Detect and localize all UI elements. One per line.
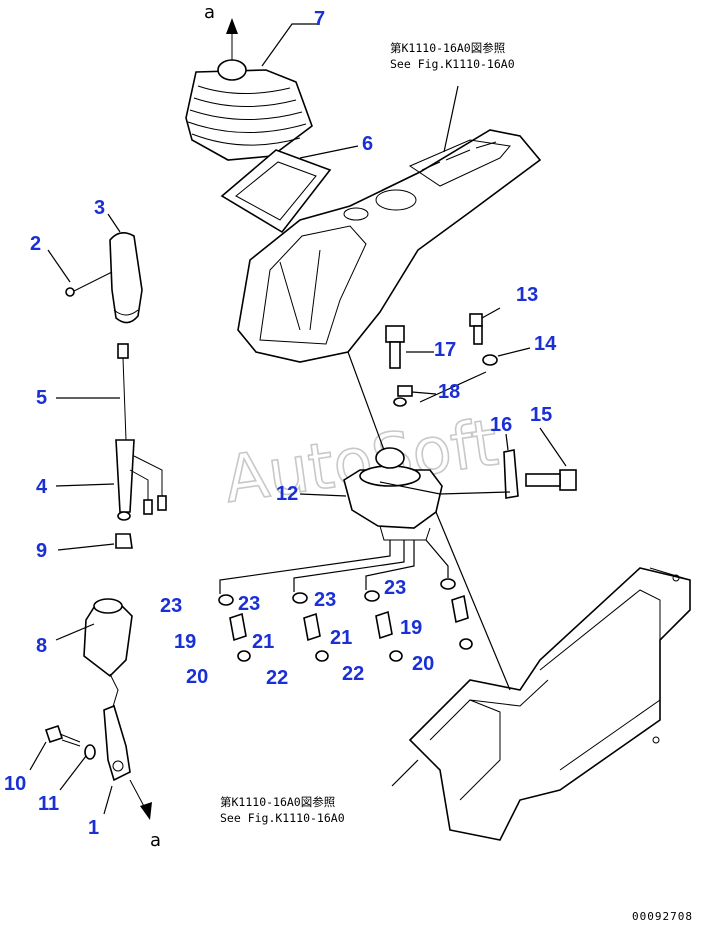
reference-top-jp: 第K1110-16A0図参照 [390,41,505,55]
oring-23c [364,590,380,602]
connector-label-bottom: a [150,830,161,851]
document-number: 00092708 [632,910,693,923]
reference-bottom-en: See Fig.K1110-16A0 [220,811,345,825]
part-label-5: 5 [36,387,47,409]
part-label-21a: 21 [252,631,274,653]
part-label-4: 4 [36,476,48,498]
port-lines [219,539,449,594]
pin-18-part [393,385,413,407]
part-label-6: 6 [362,133,373,155]
leader-lines [29,23,567,815]
bracket-16-part [503,449,519,499]
part-label-22a: 22 [266,667,288,689]
part-label-10: 10 [4,773,26,795]
console-cover-part [237,129,542,363]
part-label-17: 17 [434,339,456,361]
bottom-connector-arrow [129,779,152,820]
switch-assy-part [115,439,167,521]
lever-part [103,673,131,782]
bezel-part [220,149,332,234]
part-label-16: 16 [490,414,512,436]
plug-19b [451,594,469,624]
connector-label-top: a [204,2,215,23]
knob-part [109,232,143,324]
washer-11-part [84,744,96,760]
part-label-13: 13 [516,284,538,306]
ball-22b [389,650,403,662]
part-label-20a: 20 [186,666,208,688]
part-label-7: 7 [314,8,325,30]
oring-23b [292,592,308,604]
part-label-19a: 19 [174,631,196,653]
part-label-23a: 23 [160,595,182,617]
ball-20b [459,638,473,650]
part-labels: 7 6 3 2 5 4 9 8 10 11 1 12 13 14 15 16 1… [4,8,557,839]
part-label-18: 18 [438,381,460,403]
bolt-13-part [469,313,483,345]
plug-21a [303,612,321,642]
part-label-23c: 23 [314,589,336,611]
part-label-23d: 23 [384,577,406,599]
part-label-14: 14 [534,333,557,355]
washer-14-part [482,354,498,366]
oring-23a [218,594,234,606]
mount-line [435,511,511,691]
reference-top-en: See Fig.K1110-16A0 [390,57,515,71]
part-label-15: 15 [530,404,552,426]
holder-part [83,598,133,678]
nut-part [115,533,133,549]
bolt-15-part [525,469,577,491]
frame-bracket-part [408,567,691,841]
plug-19a [229,612,247,642]
ball-22a [315,650,329,662]
part-label-8: 8 [36,635,47,657]
bolt-17-part [385,325,405,369]
plug-21b [375,610,393,640]
boot-part [185,59,313,161]
oring-23d [440,578,456,590]
part-label-23b: 23 [238,593,260,615]
screw-part [65,271,113,297]
part-label-21b: 21 [330,627,352,649]
valve-part [343,447,443,541]
bolt-10-part [44,724,81,747]
figure-reference-bottom: 第K1110-16A0図参照 See Fig.K1110-16A0 [220,795,345,825]
part-label-3: 3 [94,197,105,219]
part-label-2: 2 [30,233,41,255]
part-label-19b: 19 [400,617,422,639]
small-parts [218,578,473,662]
shaft-line [347,351,385,451]
figure-reference-top: 第K1110-16A0図参照 See Fig.K1110-16A0 [390,41,515,71]
top-connector-arrow [226,18,238,60]
part-label-11: 11 [38,793,59,815]
reference-bottom-jp: 第K1110-16A0図参照 [220,795,335,809]
ball-20a [237,650,251,662]
part-label-9: 9 [36,540,47,562]
part-label-20b: 20 [412,653,434,675]
cable-rod-part [117,343,129,441]
part-label-22b: 22 [342,663,364,685]
part-label-1: 1 [88,817,99,839]
part-label-12: 12 [276,483,298,505]
